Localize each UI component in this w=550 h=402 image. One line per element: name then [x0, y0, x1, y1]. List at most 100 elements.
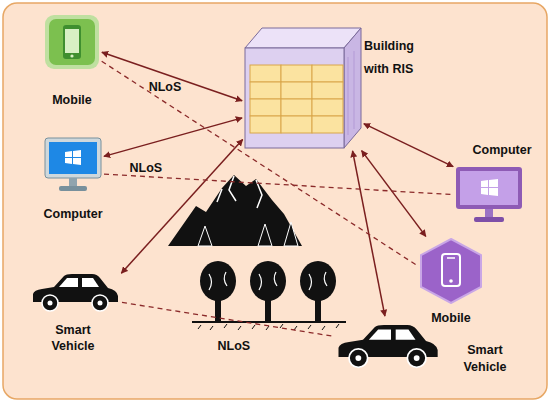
- monitor-icon-part: [460, 171, 518, 205]
- reflected-link: [364, 124, 453, 167]
- monitor-icon-part: [456, 167, 522, 209]
- reflected-link: [102, 52, 242, 100]
- reflected-link: [104, 118, 242, 157]
- monitor-icon-part: [59, 186, 87, 191]
- tower-icon: [244, 27, 362, 149]
- mountain-body: [168, 175, 302, 246]
- device-node: Smart Vehicle: [30, 268, 120, 316]
- tower-icon-part: [354, 51, 355, 129]
- reflected-link: [121, 139, 242, 273]
- snow-streak: [229, 176, 236, 201]
- reflected-link: [362, 151, 426, 237]
- monitor-icon-part: [485, 209, 493, 217]
- car-icon: [30, 268, 120, 316]
- tower-icon: [244, 27, 362, 149]
- blocked-link: [102, 61, 419, 266]
- device-node: Computer: [44, 137, 102, 193]
- phone-icon: [44, 14, 100, 70]
- car-icon-part: [349, 349, 368, 367]
- device-node: Mobile: [44, 14, 100, 70]
- car-icon-part: [92, 295, 108, 311]
- hexagon-phone-icon: [420, 238, 482, 304]
- monitor-icon-part: [474, 217, 504, 222]
- car-icon-part: [407, 349, 426, 367]
- car-icon-part: [59, 278, 78, 287]
- tower-icon-part: [312, 99, 343, 116]
- tree-row: [192, 261, 346, 330]
- monitor-icon-part: [489, 188, 498, 196]
- tower-icon-part: [344, 28, 361, 148]
- node-label: Smart Vehicle: [455, 342, 515, 376]
- monitor-icon: [455, 166, 523, 224]
- phone-icon-part: [63, 25, 81, 59]
- tower-icon-part: [281, 65, 312, 82]
- snow-streak: [217, 189, 222, 202]
- monitor-icon-part: [49, 142, 97, 174]
- connector-group: [102, 52, 454, 336]
- snow-streak: [256, 180, 262, 208]
- mountain-range: [168, 175, 302, 246]
- monitor-icon: [455, 166, 523, 224]
- hexagon-phone-icon: [420, 238, 482, 304]
- link-label: NLoS: [149, 80, 182, 94]
- link-label: NLoS: [130, 161, 163, 175]
- link-label: NLoS: [218, 339, 251, 353]
- tree-canopy: [200, 261, 236, 301]
- hexagon-phone-icon-part: [447, 257, 455, 259]
- node-label: Smart Vehicle: [43, 322, 103, 354]
- car-icon: [335, 318, 440, 373]
- device-node: Mobile: [420, 238, 482, 304]
- blocked-link: [104, 174, 453, 195]
- reflected-link: [353, 151, 385, 316]
- monitor-icon-part: [73, 158, 81, 165]
- canopy-detail: [209, 272, 227, 290]
- tower-icon-part: [281, 99, 312, 116]
- phone-icon-part: [45, 15, 99, 69]
- tower-icon-part: [312, 82, 343, 99]
- node-label: Mobile: [411, 310, 491, 326]
- tower-icon-part: [245, 28, 361, 48]
- monitor-icon-part: [69, 178, 77, 186]
- car-icon-part: [396, 329, 416, 339]
- phone-icon-part: [70, 54, 73, 57]
- canopy-detail: [309, 272, 327, 290]
- monitor-icon: [44, 137, 102, 193]
- tree-canopy: [300, 261, 336, 301]
- ground-line: [192, 321, 346, 323]
- phone-icon-part: [49, 19, 95, 65]
- tower-icon-part: [312, 65, 343, 82]
- small-tree: [198, 226, 212, 246]
- monitor-icon-part: [65, 151, 72, 157]
- grass-marks: [198, 324, 339, 330]
- monitor-icon-part: [489, 179, 498, 187]
- tower-icon-part: [281, 116, 312, 133]
- small-tree: [258, 224, 272, 246]
- phone-icon: [44, 14, 100, 70]
- node-label: Computer: [457, 142, 547, 158]
- car-icon-part: [82, 278, 99, 287]
- tree-canopy: [250, 261, 286, 301]
- monitor-icon-part: [481, 180, 488, 187]
- node-label: Building with RIS: [364, 35, 424, 81]
- canopy-detail: [259, 272, 277, 290]
- car-icon-part: [414, 355, 420, 361]
- tower-icon-part: [250, 82, 281, 99]
- monitor-icon-part: [73, 150, 81, 157]
- car-icon-part: [98, 301, 103, 306]
- tower-icon-part: [312, 116, 343, 133]
- car-icon-part: [48, 301, 53, 306]
- car-icon: [30, 268, 120, 316]
- tower-icon-part: [245, 48, 344, 148]
- monitor-icon: [44, 137, 102, 193]
- car-icon-part: [369, 329, 391, 339]
- car-icon-part: [42, 295, 58, 311]
- tower-icon-part: [348, 57, 349, 135]
- device-node: Computer: [455, 166, 523, 224]
- tower-icon-part: [250, 116, 281, 133]
- tower-icon-part: [281, 82, 312, 99]
- device-node: Smart Vehicle: [335, 318, 440, 373]
- node-label: Mobile: [24, 92, 120, 108]
